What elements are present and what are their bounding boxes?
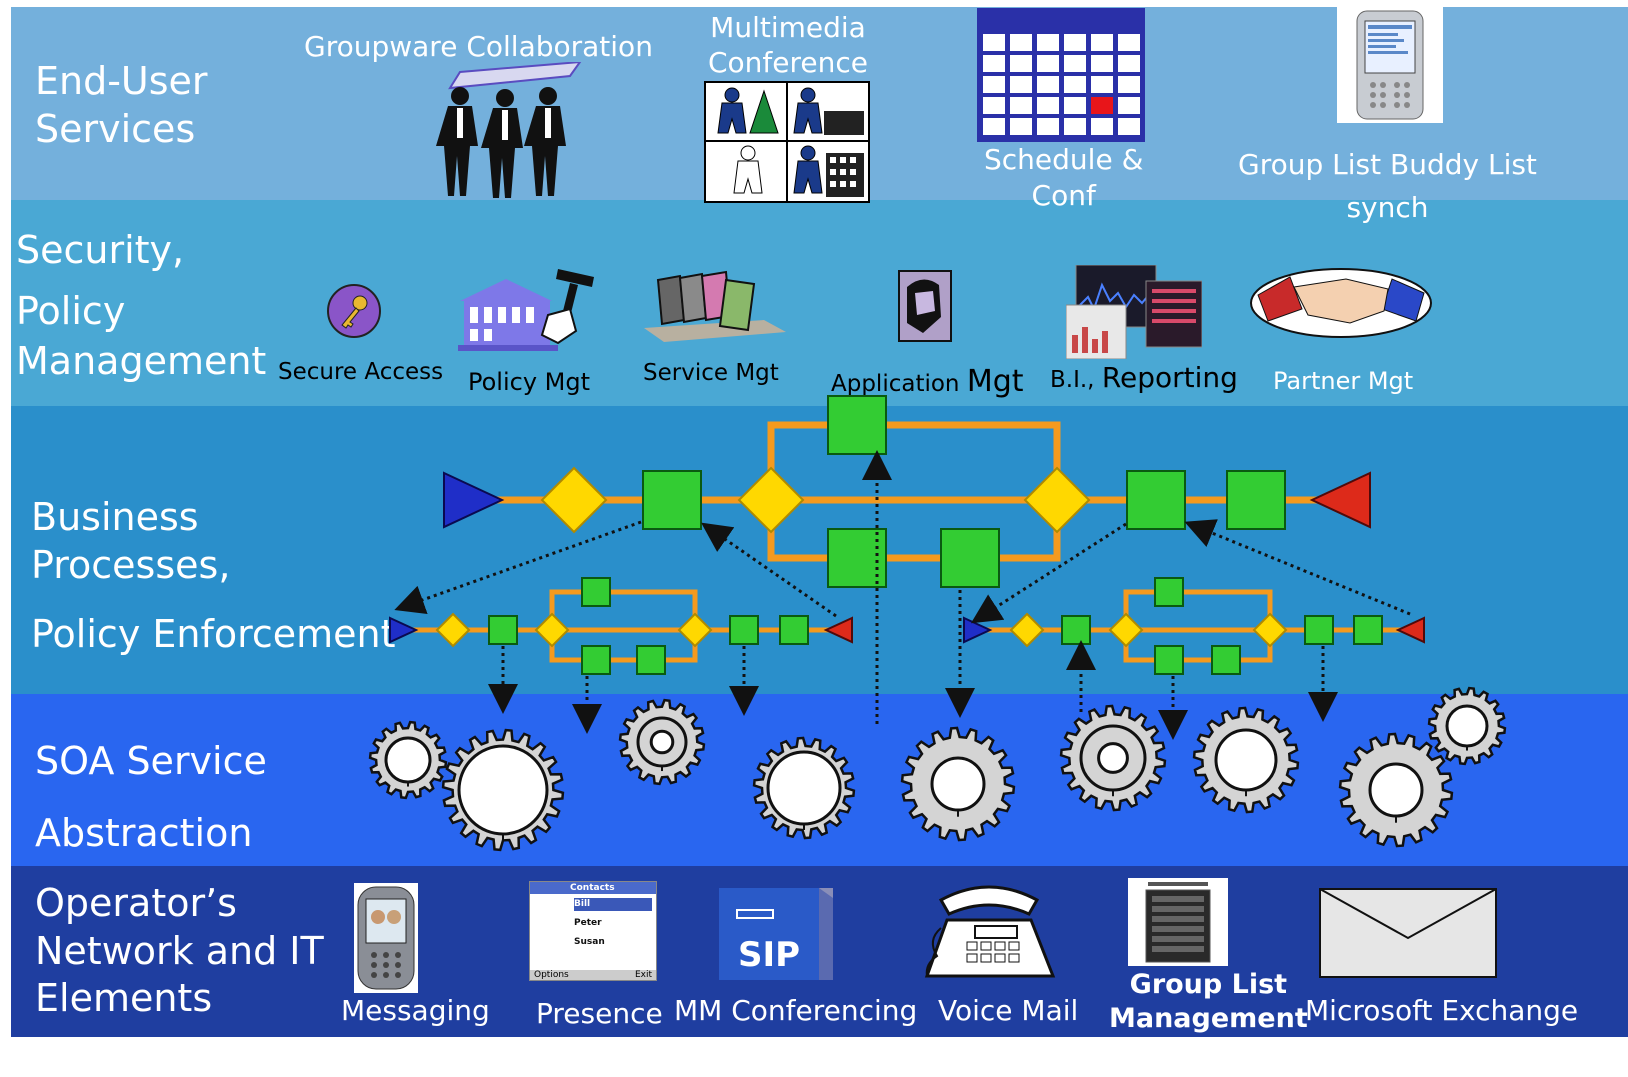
mobile-phone-icon <box>354 883 418 993</box>
soa-title: SOA Service Abstraction <box>35 738 267 857</box>
calendar-day <box>1064 97 1086 114</box>
calendar-day <box>1010 55 1032 72</box>
reporting-label: Reporting <box>1101 361 1238 394</box>
partner-mgt-label: Partner Mgt <box>1273 367 1414 395</box>
calendar-day <box>1010 118 1032 135</box>
calendar-day <box>1064 76 1086 93</box>
contacts-exit: Exit <box>634 970 652 980</box>
operator-title-line1: Operator’s <box>35 881 237 925</box>
calendar-day <box>983 118 1005 135</box>
operator-title: Operator’s Network and IT Elements <box>35 880 324 1023</box>
security-title-line1: Security, <box>16 228 185 272</box>
sip-text: SIP <box>738 935 800 975</box>
bi-reporting-label: B.I., Reporting <box>1050 361 1238 394</box>
calendar-day <box>1118 76 1140 93</box>
calendar-day <box>1010 97 1032 114</box>
application-mgt-suffix: Mgt <box>966 364 1024 399</box>
calendar-day <box>1010 34 1032 51</box>
handshake-icon <box>1250 268 1432 338</box>
calendar-day <box>1091 34 1113 51</box>
presence-label: Presence <box>536 997 663 1030</box>
contacts-options: Options <box>534 970 569 980</box>
end-user-title-line2: Services <box>35 106 196 151</box>
secure-access-label: Secure Access <box>278 359 444 385</box>
buddy-list-label-line1: Group List Buddy List <box>1238 148 1537 181</box>
application-label: Application <box>831 371 960 397</box>
groupware-collaboration-label: Groupware Collaboration <box>304 30 653 63</box>
calendar-day <box>1118 55 1140 72</box>
calendar-day <box>1091 55 1113 72</box>
envelope-icon <box>1319 888 1497 978</box>
calendar-day <box>1010 76 1032 93</box>
group-list-buddy-label: Group List Buddy List synch <box>1238 138 1537 225</box>
calendar-highlight-day <box>1091 97 1113 114</box>
calendar-day <box>983 34 1005 51</box>
group-list-management-line2: Management <box>1109 1002 1308 1034</box>
calendar-day <box>983 97 1005 114</box>
calendar-day <box>1064 34 1086 51</box>
storage-server-icon <box>1128 878 1228 966</box>
security-title-line2: Policy <box>16 289 126 334</box>
bi-reporting-monitors-icon <box>1066 265 1202 359</box>
calendar-day <box>1118 97 1140 114</box>
security-title: Security, Policy Management <box>16 226 266 386</box>
voice-mail-phone-icon <box>924 885 1056 978</box>
security-title-line3: Management <box>16 338 267 383</box>
schedule-label-line2: Conf <box>1031 179 1096 213</box>
calendar-day <box>1037 76 1059 93</box>
multimedia-conference-label: Multimedia Conference <box>708 10 868 80</box>
service-books-icon <box>644 270 786 342</box>
voice-mail-label: Voice Mail <box>938 994 1079 1027</box>
groupware-people-icon <box>436 62 582 198</box>
contact-entry-2: Peter <box>574 918 602 929</box>
calendar-day <box>1037 118 1059 135</box>
operator-title-line2: Network and IT <box>35 928 324 973</box>
calendar-day <box>1037 97 1059 114</box>
contact-entry-3: Susan <box>574 937 605 948</box>
contact-entry-1: Bill <box>574 898 652 912</box>
schedule-label-line1: Schedule & <box>984 143 1144 176</box>
business-title-line1: Business <box>31 495 199 539</box>
business-title: Business Processes, Policy Enforcement <box>31 494 396 659</box>
soa-title-line2: Abstraction <box>35 810 253 855</box>
multimedia-label-line2: Conference <box>708 46 869 79</box>
application-mgt-label: Application Mgt <box>831 364 1024 399</box>
buddy-list-label-line2: synch <box>1346 191 1429 225</box>
calendar-icon <box>977 8 1145 142</box>
calendar-day <box>1118 34 1140 51</box>
calendar-day <box>1091 76 1113 93</box>
calendar-day <box>983 76 1005 93</box>
key-icon <box>327 284 381 338</box>
contacts-title: Contacts <box>530 882 656 894</box>
end-user-title-line1: End-User <box>35 59 208 103</box>
service-mgt-label: Service Mgt <box>643 360 779 386</box>
bi-label: B.I., <box>1050 367 1095 393</box>
multimedia-conference-icon <box>704 81 870 203</box>
calendar-day <box>1064 118 1086 135</box>
calendar-day <box>1091 118 1113 135</box>
business-title-line2: Processes, <box>31 542 231 587</box>
group-list-management-line1: Group List <box>1129 969 1288 1000</box>
pda-device-icon <box>1337 7 1443 123</box>
operator-title-line3: Elements <box>35 976 213 1020</box>
group-list-management-label: Group List Management <box>1109 968 1308 1036</box>
multimedia-label-line1: Multimedia <box>710 11 866 44</box>
calendar-day <box>1037 34 1059 51</box>
sip-server-icon: SIP <box>719 888 833 980</box>
end-user-title: End-User Services <box>35 58 208 153</box>
application-mgt-icon <box>898 270 952 342</box>
calendar-day <box>1064 55 1086 72</box>
policy-mgt-label: Policy Mgt <box>468 368 591 396</box>
calendar-day <box>983 55 1005 72</box>
contacts-screen-icon: Contacts Bill Peter Susan Options Exit <box>529 881 657 981</box>
business-title-line3: Policy Enforcement <box>31 612 396 656</box>
calendar-day <box>1037 55 1059 72</box>
soa-title-line1: SOA Service <box>35 739 267 783</box>
mm-conferencing-label: MM Conferencing <box>674 994 918 1027</box>
messaging-label: Messaging <box>341 994 490 1027</box>
calendar-day <box>1118 118 1140 135</box>
microsoft-exchange-label: Microsoft Exchange <box>1305 994 1579 1027</box>
policy-building-icon <box>458 269 594 351</box>
schedule-conf-label: Schedule & Conf <box>984 142 1143 215</box>
